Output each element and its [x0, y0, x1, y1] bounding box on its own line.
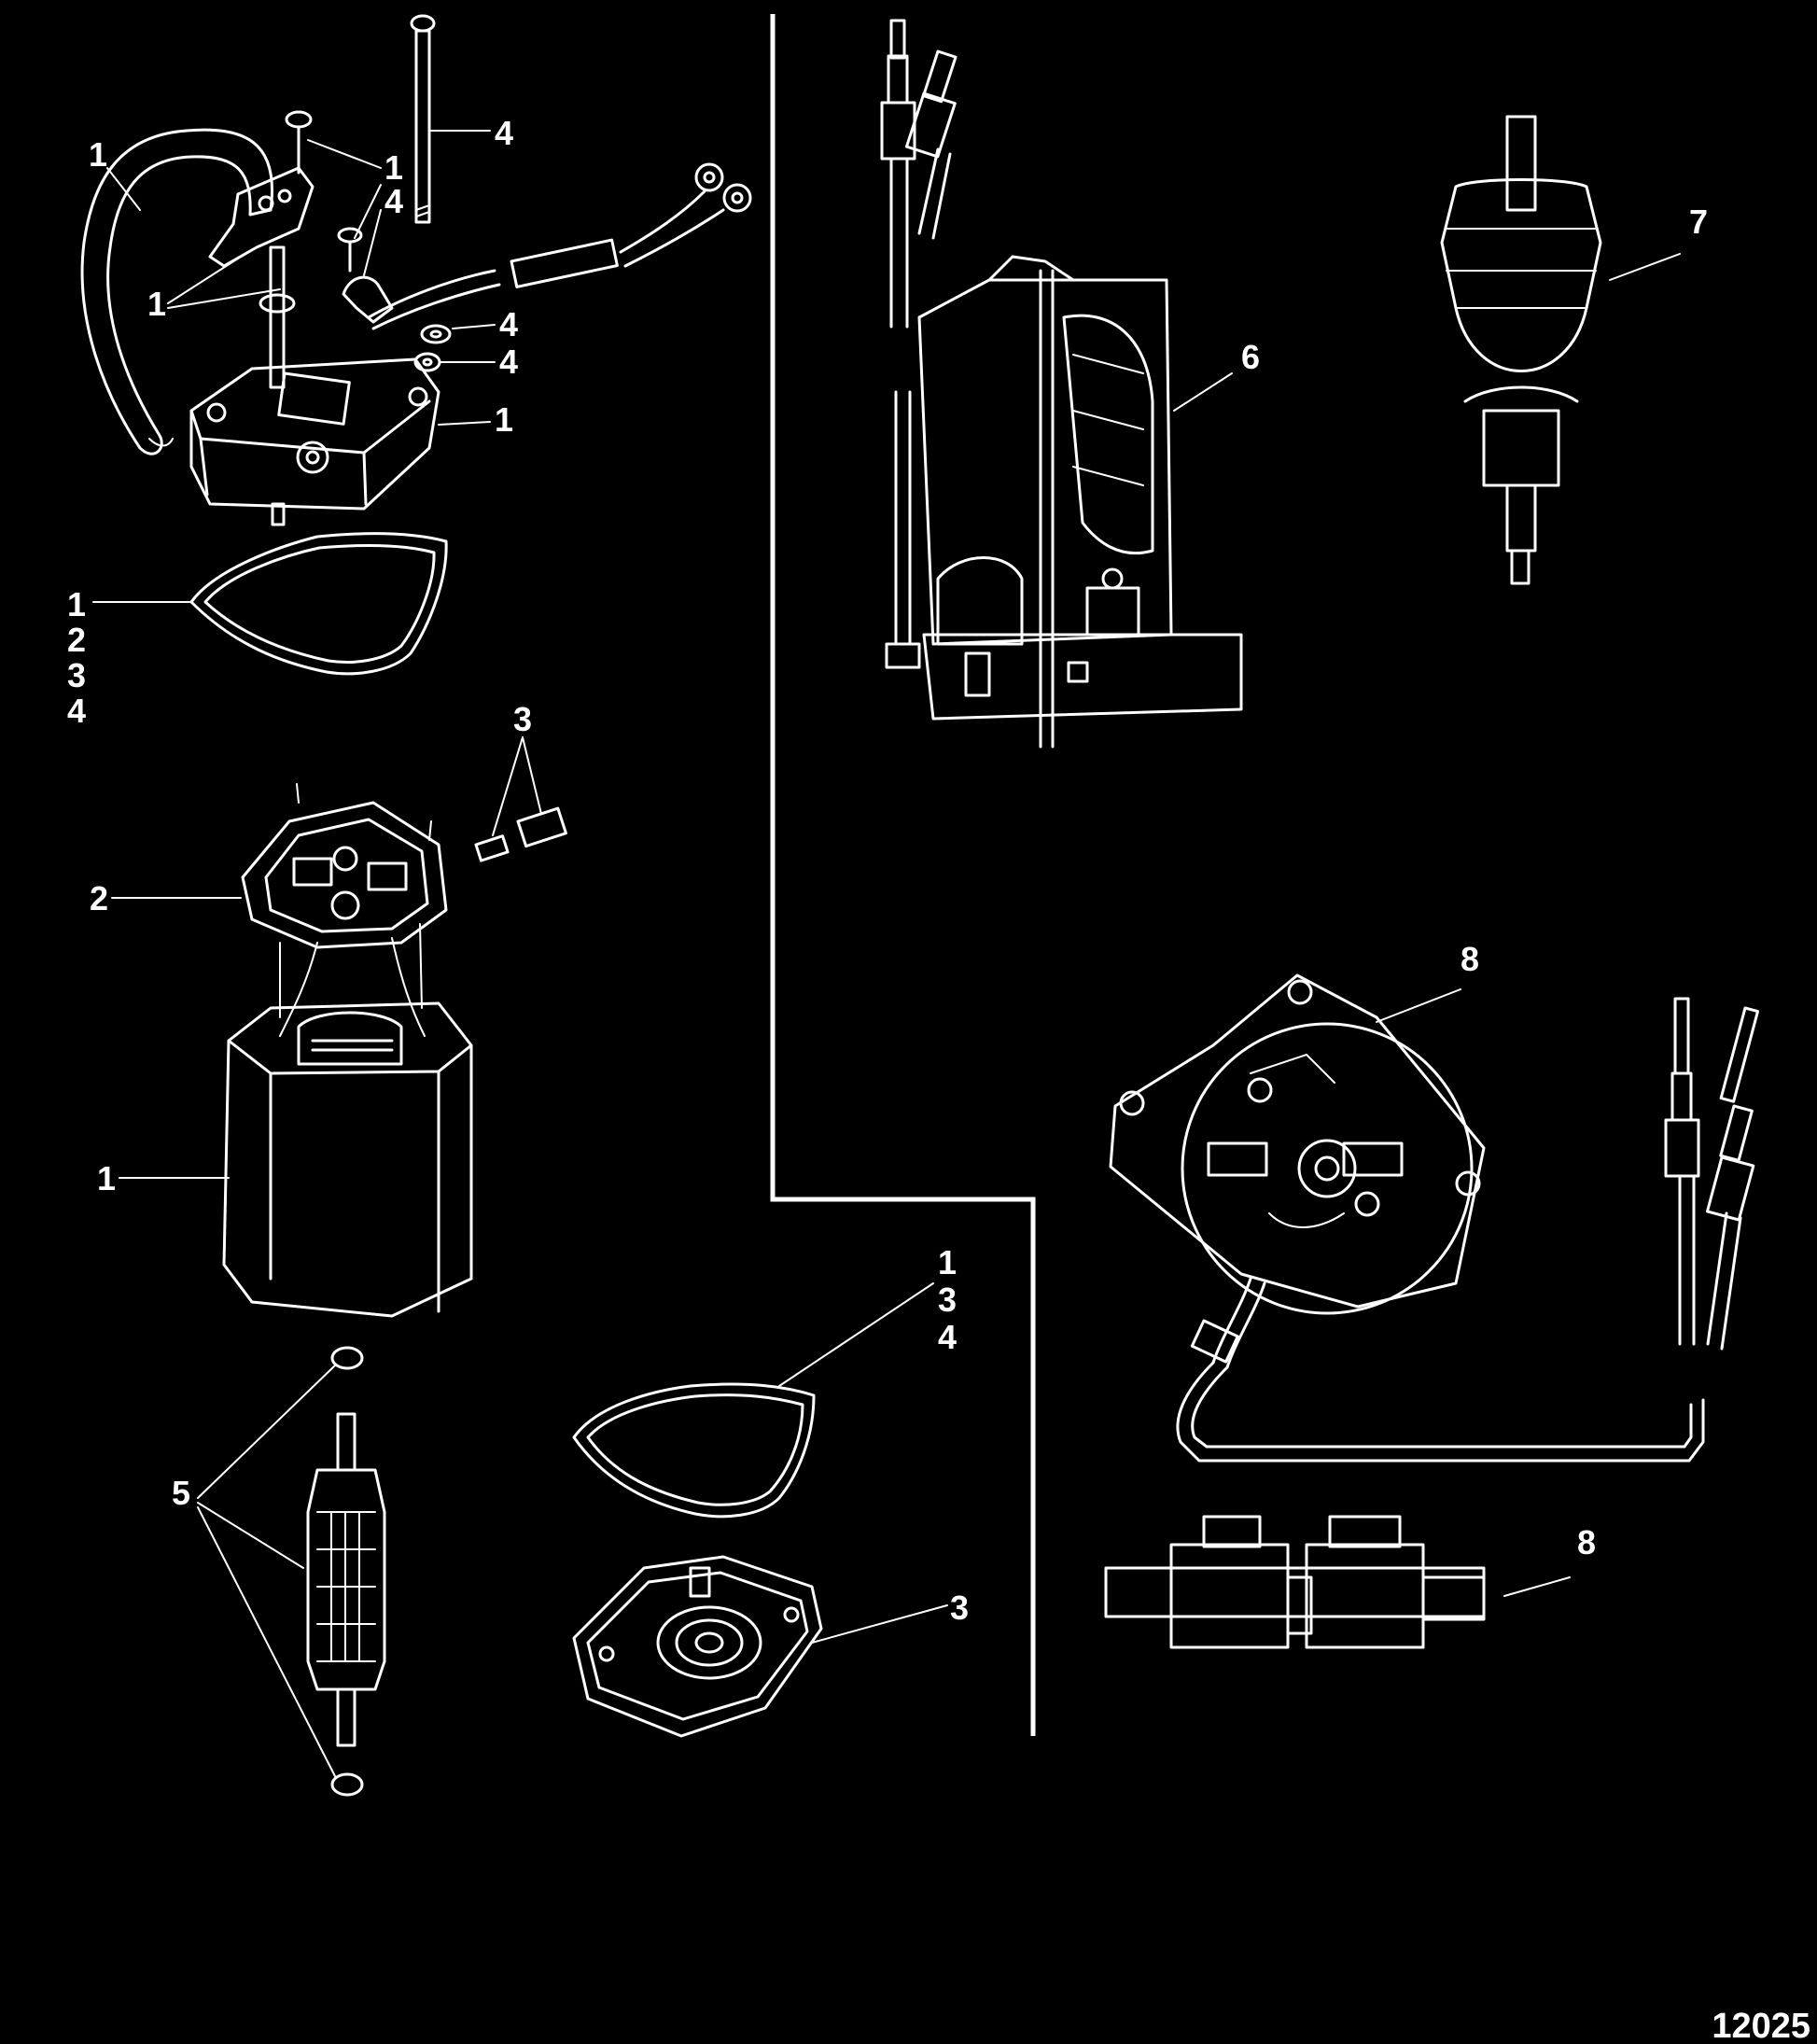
callout-label: 4: [938, 1318, 957, 1356]
callout-group-gasket: 1 2 3 4: [67, 585, 192, 730]
callout-group-brush: 3 2: [90, 700, 542, 917]
callout-label: 3: [950, 1589, 969, 1627]
armature-upper: [1440, 115, 1602, 585]
lower-end-cap: [572, 1555, 823, 1738]
screw: [337, 227, 363, 273]
gasket-upper: [189, 532, 448, 676]
callout-label: 5: [172, 1474, 190, 1512]
callout-label: 3: [513, 700, 532, 738]
callout-label: 2: [90, 879, 108, 917]
callout-label: 4: [384, 182, 403, 220]
brushes: [474, 806, 567, 862]
assembled-motor: [880, 19, 1243, 749]
callout-group-motor: 6: [1173, 338, 1260, 412]
motor-housing: [222, 1001, 473, 1318]
hose-bracket: [208, 166, 314, 268]
armature: [306, 1346, 386, 1797]
callout-group-armature: 5: [172, 1364, 337, 1779]
callout-label: 3: [67, 656, 86, 694]
callout-group-brush-cap: 8: [1376, 940, 1479, 1023]
callout-label: 1: [384, 148, 403, 187]
figure-id: 12025: [1712, 2007, 1810, 2044]
section-divider-line: [770, 14, 1036, 1736]
armature-washer: [330, 1346, 364, 1370]
armature-washer: [330, 1772, 364, 1797]
callout-label: 1: [89, 135, 107, 174]
callout-label: 1: [147, 285, 166, 323]
callout-label: 1: [938, 1243, 957, 1281]
screw: [285, 110, 313, 175]
callout-label: 2: [67, 621, 86, 659]
hose: [80, 128, 273, 455]
callout-label: 3: [938, 1281, 957, 1319]
through-bolt: [410, 14, 436, 224]
callout-group-side-view: 8: [1503, 1523, 1596, 1597]
callout-label: 1: [67, 585, 86, 623]
end-cap: [189, 357, 440, 511]
callout-group-lower-gasket: 1 3 4: [778, 1243, 957, 1387]
callout-group-armature-upper: 7: [1609, 203, 1708, 281]
washer: [420, 324, 452, 344]
lead-wires: [367, 269, 501, 330]
end-cap-assembly: [80, 14, 752, 526]
callout-label: 8: [1461, 940, 1479, 978]
callout-group-housing: 1: [97, 1159, 230, 1197]
callout-label: 4: [67, 692, 86, 730]
callout-label: 4: [495, 114, 513, 152]
callout-label: 6: [1241, 338, 1260, 376]
callout-label: 4: [499, 305, 518, 343]
callout-group-lower-cap: 3: [811, 1589, 969, 1644]
callout-label: 1: [495, 400, 513, 439]
callout-label: 7: [1689, 203, 1708, 241]
gasket-lower: [572, 1382, 816, 1519]
callout-label: 4: [499, 343, 518, 381]
brush-end-cap: [1109, 973, 1760, 1463]
brush-holder-plate: [241, 783, 448, 1037]
callout-label: 8: [1577, 1523, 1596, 1561]
end-cap-side-view: [1104, 1515, 1486, 1649]
wire-clamp: [342, 275, 394, 324]
callout-group-top-left: 1 1 1 4 4 4 4 1: [89, 114, 518, 439]
callout-label: 1: [97, 1159, 116, 1197]
